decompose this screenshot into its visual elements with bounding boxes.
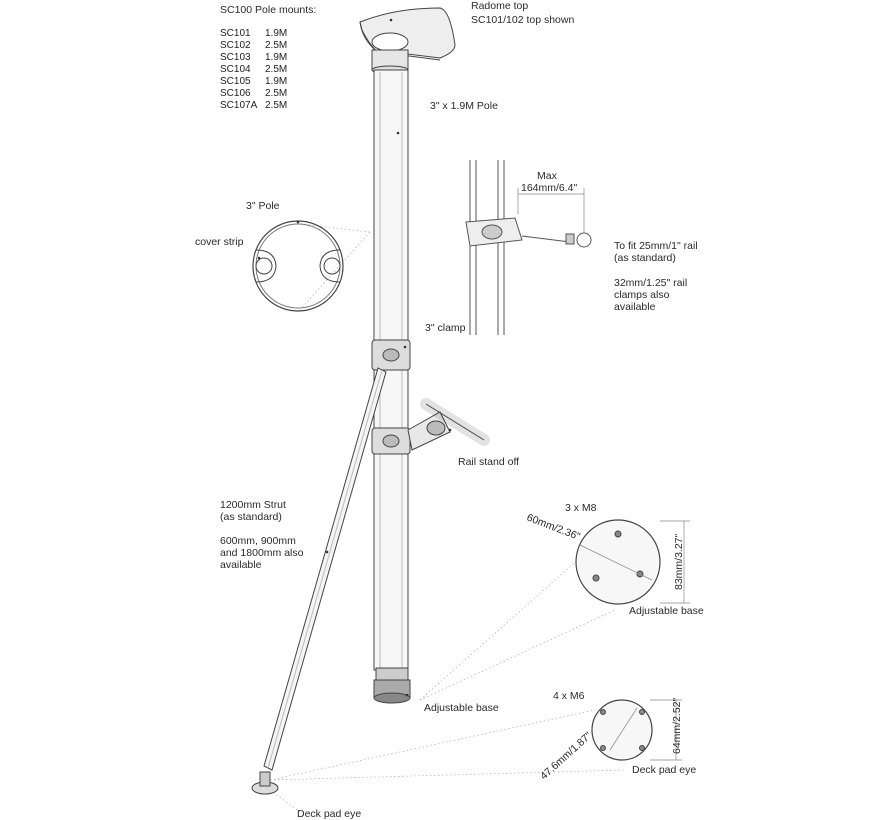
eye-diameter-label: 47.6mm/1.87" — [538, 730, 595, 783]
model-row: SC106 2.5M — [220, 88, 287, 100]
model-row: SC107A 2.5M — [220, 100, 287, 112]
model-length: 1.9M — [265, 28, 288, 39]
rail-clamp-detail — [465, 160, 592, 335]
deck-pad-eye-label: Deck pad eye — [297, 808, 362, 820]
cover-strip-label: cover strip — [195, 236, 244, 248]
strut — [263, 367, 387, 771]
rail-clamp-label-3: available — [614, 301, 656, 313]
max-dimension-label: 164mm/6.4" — [521, 182, 578, 194]
model-code: SC106 — [220, 88, 251, 99]
base-diameter-label: 60mm/2.36" — [525, 512, 582, 543]
leader-lines — [269, 223, 626, 813]
base-holes-label: 3 x M8 — [565, 502, 597, 514]
adjustable-base-part — [373, 667, 411, 704]
strut-label: 1200mm Strut — [220, 499, 286, 511]
model-code: SC101 — [220, 28, 251, 39]
max-label: Max — [537, 170, 557, 182]
radome-top-note: SC101/102 top shown — [471, 14, 575, 26]
model-code: SC104 — [220, 64, 251, 75]
pole-cross-section — [252, 220, 344, 312]
adjustable-base-detail — [575, 519, 690, 605]
model-row: SC105 1.9M — [220, 76, 287, 88]
upper-clamp — [371, 339, 411, 371]
rail-standoff-label: Rail stand off — [458, 456, 520, 468]
adjustable-base-detail-label: Adjustable base — [629, 605, 704, 617]
model-code: SC102 — [220, 40, 251, 51]
radome-top-label: Radome top — [471, 0, 529, 12]
strut-options-label-3: available — [220, 559, 262, 571]
model-length: 1.9M — [265, 76, 288, 87]
pole-section-label: 3" Pole — [246, 200, 280, 212]
model-length: 2.5M — [265, 88, 288, 99]
deck-pad-eye-part — [251, 771, 279, 795]
strut-options-label-2: and 1800mm also — [220, 547, 304, 559]
base-height-label: 83mm/3.27" — [673, 533, 685, 590]
deck-pad-eye-detail — [591, 699, 682, 761]
rail-clamp-label-2: clamps also — [614, 289, 670, 301]
radome-top — [359, 7, 456, 75]
rail-standoff-assembly — [371, 398, 490, 455]
model-row: SC102 2.5M — [220, 40, 287, 52]
deck-pad-eye-detail-label: Deck pad eye — [632, 764, 697, 776]
model-length: 2.5M — [265, 100, 288, 111]
strut-standard-label: (as standard) — [220, 511, 282, 523]
eye-height-label: 64mm/2.52" — [671, 697, 683, 754]
adjustable-base-label: Adjustable base — [424, 702, 499, 714]
rail-fit-standard-label: (as standard) — [614, 252, 676, 264]
model-length: 1.9M — [265, 52, 288, 63]
model-length: 2.5M — [265, 40, 288, 51]
model-row: SC101 1.9M — [220, 28, 287, 40]
strut-options-label: 600mm, 900mm — [220, 535, 296, 547]
model-code: SC107A — [220, 100, 258, 111]
clamp-label: 3" clamp — [425, 322, 466, 334]
pole-label: 3" x 1.9M Pole — [430, 100, 498, 112]
model-row: SC103 1.9M — [220, 52, 287, 64]
rail-fit-label: To fit 25mm/1" rail — [614, 240, 698, 252]
model-length: 2.5M — [265, 64, 288, 75]
model-code: SC103 — [220, 52, 251, 63]
rail-clamp-label: 32mm/1.25" rail — [614, 277, 688, 289]
model-code: SC105 — [220, 76, 251, 87]
models-title: SC100 Pole mounts: — [220, 4, 317, 16]
eye-holes-label: 4 x M6 — [553, 690, 585, 702]
model-row: SC104 2.5M — [220, 64, 287, 76]
